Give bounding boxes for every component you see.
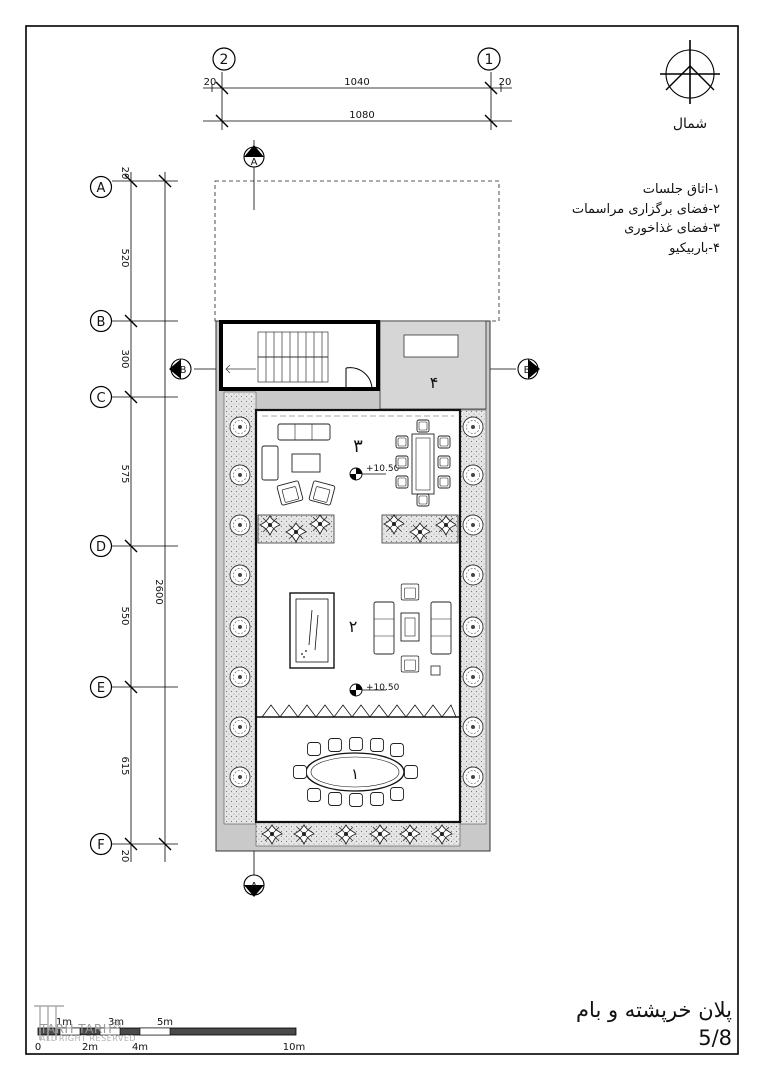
upper-void-outline [214,180,500,322]
skylight-pool [289,592,335,669]
room-2-label: ٢ [349,617,358,636]
dim-side-top-offset: 20 [119,167,130,180]
meeting-table [305,752,405,792]
stair-treads [225,331,329,383]
top-dimensions [203,72,512,130]
planter-box-right [381,514,459,544]
section-b-label-left: B [180,365,187,376]
grid-bubble-c: C [89,385,113,409]
level-marker-lower [349,683,386,697]
grid-bubble-2: 2 [212,47,236,71]
grid-label-2: 2 [220,52,229,68]
north-arrow-icon [660,40,720,104]
planter-box-left [257,514,335,544]
grid-label-f: F [97,838,104,853]
scale-2m: 2m [82,1042,98,1053]
dining-table-group [395,419,451,507]
dim-top-left-offset: 20 [204,77,217,88]
green-strip-left [223,391,257,825]
watermark-brand: TARH TARH [40,1022,113,1036]
barbecue-counter [403,334,459,358]
scale-5m: 5m [157,1017,173,1028]
dim-side-615: 615 [119,756,130,775]
room-legend: ۱-اتاق جلسات ۲-فضای برگزاری مراسمات ۳-فض… [520,180,720,258]
legend-item-4: ۴-باربیکیو [669,240,720,256]
scale-3m: 3m [108,1017,124,1028]
section-cut-a-top: A [243,140,265,210]
grid-label-a: A [97,181,106,196]
grid-bubble-e: E [89,675,113,699]
watermark-logo-icon [34,1005,64,1040]
watermark-reg: ® [112,1020,123,1031]
dim-side-300: 300 [119,349,130,368]
dim-top-span: 1040 [344,77,369,88]
grid-bubble-a: A [89,175,113,199]
grid-label-e: E [97,681,105,696]
room-1-label: ١ [351,765,359,783]
scale-bar [37,1027,297,1036]
dim-top-total: 1080 [349,110,374,121]
dim-side-550: 550 [119,606,130,625]
ceremony-seating [373,583,452,676]
barbecue-area [379,320,487,410]
section-b-label-right: B [524,365,531,376]
grid-bubble-b: B [89,309,113,333]
section-a-label-top: A [251,157,258,168]
scale-4m: 4m [132,1042,148,1053]
grid-label-c: C [96,391,105,406]
dim-side-total: 2600 [153,579,164,604]
green-strip-bottom [255,821,461,847]
room-4-label: ۴ [430,373,439,392]
dim-side-575: 575 [119,464,130,483]
grid-label-b: B [97,315,106,330]
plan-title: پلان خرپشته و بام [576,998,732,1022]
sheet-border [25,25,739,1055]
sheet-number: 5/8 [698,1026,732,1050]
partition-zigzag [256,704,460,718]
grid-bubble-1: 1 [477,47,501,71]
grid-bubble-d: D [89,534,113,558]
level-marker-upper [349,467,386,481]
dim-top-right-offset: 20 [499,77,512,88]
grid-bubble-f: F [89,832,113,856]
section-cut-b-left: B [169,358,222,380]
legend-item-3: ۳-فضای غذاخوری [624,221,720,236]
side-dimensions [112,172,178,862]
legend-item-2: ۲-فضای برگزاری مراسمات [571,201,720,217]
grid-label-d: D [96,540,106,555]
section-cut-a-bottom: A [243,850,265,897]
scale-0: 0 [35,1042,41,1053]
legend-item-1: ۱-اتاق جلسات [642,182,720,197]
dim-side-bottom-offset: 20 [119,850,130,863]
room-3-label: ٣ [353,436,363,457]
section-cut-b-right: B [476,358,540,380]
lounge-sofa [261,423,331,481]
section-a-label-bottom: A [251,881,258,892]
north-label: شمال [673,116,707,132]
stair-door-swing [345,367,373,390]
level-upper-text: +10.50 [366,464,400,474]
scale-1m: 1m [56,1017,72,1028]
scale-10m: 10m [283,1042,305,1053]
grid-label-1: 1 [485,52,494,68]
stair-enclosure [219,320,380,391]
dim-side-520: 520 [119,248,130,267]
level-lower-text: +10.50 [366,683,400,693]
watermark-rights: ALL RIGHT RESERVED [40,1034,137,1043]
watermark: TARH TARH® ALL RIGHT RESERVED [40,1020,136,1043]
